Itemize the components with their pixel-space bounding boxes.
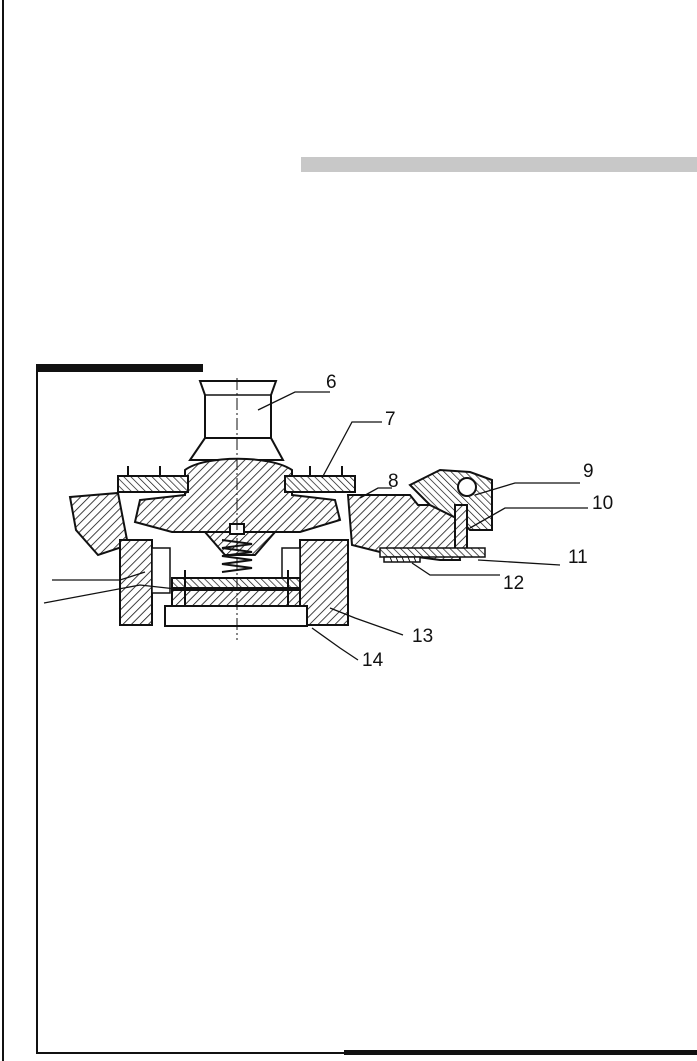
leader-lines <box>43 391 588 661</box>
page-edge-rule <box>2 0 4 1061</box>
callout-6: 6 <box>326 372 337 393</box>
callout-9: 9 <box>583 461 594 482</box>
section-marker-bar <box>36 364 203 372</box>
callout-7: 7 <box>385 409 396 430</box>
callout-11: 11 <box>568 547 588 568</box>
callout-14: 14 <box>362 650 384 671</box>
top-covers <box>117 466 356 493</box>
right-body-extension <box>346 468 493 563</box>
callout-12: 12 <box>503 573 524 594</box>
callout-8: 8 <box>388 471 399 492</box>
callout-10: 10 <box>592 493 613 514</box>
frame-left-rule <box>36 372 38 1054</box>
header-band <box>301 157 697 172</box>
callout-13: 13 <box>412 626 433 647</box>
disc-plate <box>164 570 308 627</box>
left-flange <box>68 491 130 557</box>
frame-bottom-thick-rule <box>344 1050 697 1055</box>
